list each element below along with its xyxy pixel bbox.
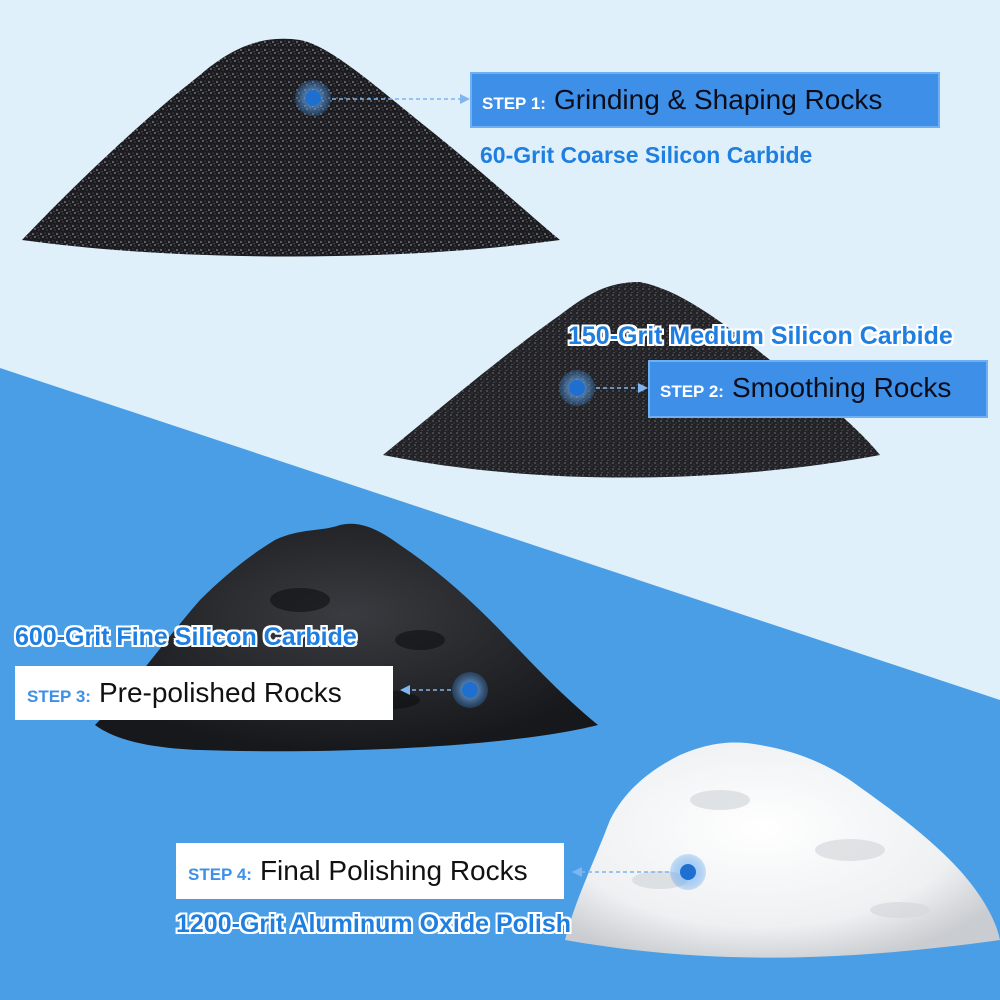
callout-marker-step4 (572, 854, 706, 890)
step3-grit: 600-Grit Fine Silicon Carbide (15, 623, 357, 651)
step3-box: STEP 3: Pre-polished Rocks (15, 666, 393, 720)
callout-marker-step2 (559, 370, 648, 406)
step1-label: STEP 1: (482, 94, 546, 113)
step1-box: STEP 1: Grinding & Shaping Rocks (470, 72, 940, 128)
step3-label: STEP 3: (27, 687, 91, 706)
step4-title: Final Polishing Rocks (259, 855, 528, 886)
step2-title: Smoothing Rocks (731, 372, 952, 403)
callout-marker-step1 (295, 80, 470, 116)
step2-grit: 150-Grit Medium Silicon Carbide (568, 322, 953, 350)
step2-label: STEP 2: (660, 382, 724, 401)
step4-label: STEP 4: (188, 865, 252, 884)
step4-box: STEP 4: Final Polishing Rocks (176, 843, 564, 899)
coarse-grit-pile (22, 38, 560, 257)
callout-marker-step3 (400, 672, 488, 708)
step4-grit: 1200-Grit Aluminum Oxide Polish (176, 910, 571, 938)
step3-title: Pre-polished Rocks (98, 677, 342, 708)
step2-box: STEP 2: Smoothing Rocks (648, 360, 988, 418)
step1-title: Grinding & Shaping Rocks (553, 84, 883, 115)
step1-grit: 60-Grit Coarse Silicon Carbide (480, 142, 813, 168)
white-polish-pile (565, 742, 1000, 958)
medium-grit-pile (383, 282, 880, 478)
